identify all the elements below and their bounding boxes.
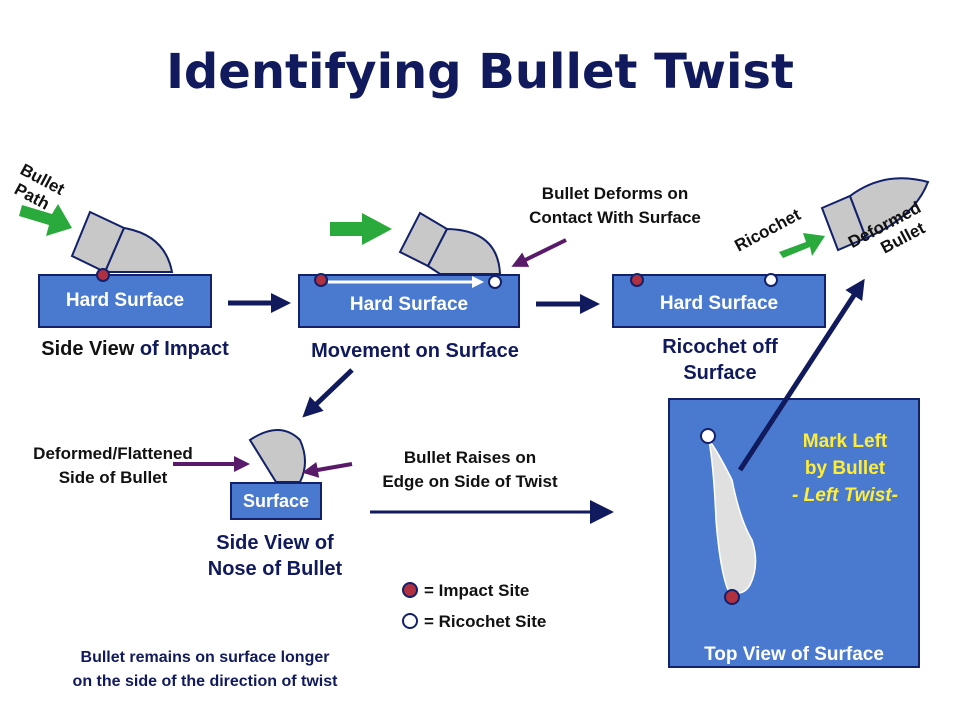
side-view-nose-label: Side View of Nose of Bullet: [170, 530, 380, 582]
hard-surface-2-label: Hard Surface: [349, 294, 469, 315]
footer-note: Bullet remains on surface longer on the …: [20, 646, 390, 694]
bullet-raises-label: Bullet Raises on Edge on Side of Twist: [350, 446, 590, 494]
mark-left-line1: Mark Left: [802, 431, 888, 452]
ricochet-off-surface-label: Ricochet off Surface: [620, 334, 820, 386]
surface-label: Surface: [242, 490, 310, 511]
hard-surface-3: Hard Surface: [612, 274, 826, 328]
bullet-mark-shape: [708, 439, 757, 594]
bullet-deforms-line1: Bullet Deforms on: [541, 184, 689, 203]
bullet-deforms-label: Bullet Deforms on Contact With Surface: [500, 182, 730, 230]
hard-surface-1-label: Hard Surface: [65, 290, 185, 311]
arrow-down-left: [302, 368, 354, 418]
purple-arrow-deform: [511, 238, 567, 267]
green-arrow-icon: [19, 204, 72, 236]
deformed-bullet-shape: [820, 177, 930, 252]
bullet-nose-shape: [248, 429, 306, 483]
legend-ricochet-marker: [402, 613, 418, 629]
surface-nose-view: Surface: [230, 482, 322, 520]
green-arrow-icon: [330, 213, 392, 245]
side-view-impact-label: Side View of Impact: [10, 336, 260, 362]
side-view-text: Side View: [41, 338, 140, 360]
top-view-label: Top View of Surface: [704, 644, 884, 665]
mark-left-line2: by Bullet: [804, 458, 886, 479]
hard-surface-1: Hard Surface: [38, 274, 212, 328]
ricochet-site-marker: [488, 275, 502, 289]
impact-site-marker: [96, 268, 110, 282]
deformed-flattened-line2: Side of Bullet: [58, 468, 168, 487]
deformed-flattened-label: Deformed/Flattened Side of Bullet: [8, 442, 218, 490]
bullet-raises-line2: Edge on Side of Twist: [382, 472, 558, 491]
arrow-diagonal-up: [737, 278, 865, 472]
impact-site-marker: [630, 273, 644, 287]
impact-site-marker: [314, 273, 328, 287]
movement-on-surface-label: Movement on Surface: [311, 340, 519, 362]
legend-impact-marker: [402, 582, 418, 598]
legend-impact-label: = Impact Site: [424, 581, 530, 600]
ricochet-site-marker: [700, 428, 716, 444]
ricochet-off-line2: Surface: [683, 362, 757, 384]
footer-line1: Bullet remains on surface longer: [80, 649, 330, 666]
mark-left-label: Mark Left by Bullet - Left Twist-: [770, 428, 920, 509]
bullet-deforms-line2: Contact With Surface: [529, 208, 701, 227]
page-title: Identifying Bullet Twist: [166, 44, 794, 100]
bullet-deforming-shape: [398, 211, 502, 275]
movement-arrow-icon: [328, 276, 484, 288]
legend-ricochet-label: = Ricochet Site: [424, 612, 547, 631]
side-view-nose-line2: Nose of Bullet: [207, 558, 343, 580]
bullet-impact-shape: [70, 210, 174, 274]
ricochet-off-line1: Ricochet off: [662, 336, 778, 358]
hard-surface-3-label: Hard Surface: [659, 293, 779, 314]
green-arrow-icon: [779, 233, 825, 258]
bullet-raises-line1: Bullet Raises on: [403, 448, 537, 467]
ricochet-site-marker: [764, 273, 778, 287]
purple-arrow-right: [302, 462, 353, 478]
side-view-nose-line1: Side View of: [216, 532, 334, 554]
footer-line2: on the side of the direction of twist: [72, 673, 338, 690]
impact-site-marker: [724, 589, 740, 605]
mark-left-line3: - Left Twist-: [792, 485, 898, 506]
of-impact-text: of Impact: [139, 338, 229, 360]
deformed-flattened-line1: Deformed/Flattened: [33, 444, 193, 463]
